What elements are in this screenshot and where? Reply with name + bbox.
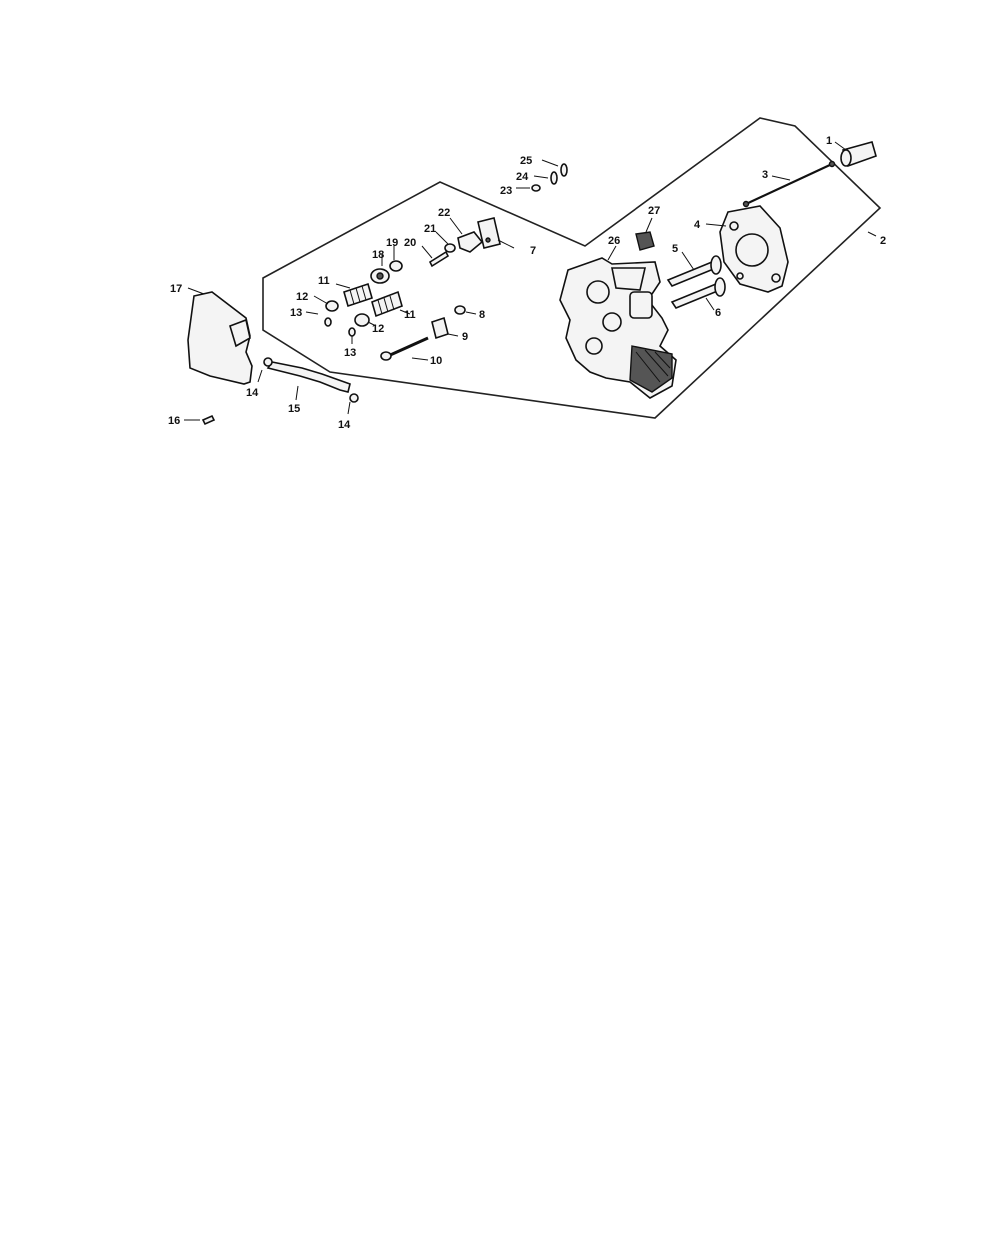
part-14-clip-right xyxy=(349,393,359,403)
label-part-12-left: 12 xyxy=(296,291,308,303)
label-part-8: 8 xyxy=(479,309,485,321)
part-13-keeper-left xyxy=(324,317,332,327)
part-3-rod xyxy=(742,160,836,208)
part-1-sleeve xyxy=(840,141,877,168)
label-part-13-right: 13 xyxy=(344,347,356,359)
label-part-19: 19 xyxy=(386,237,398,249)
label-part-11-lower: 11 xyxy=(404,309,416,321)
label-part-16: 16 xyxy=(168,415,180,427)
part-25-fastener xyxy=(560,163,568,177)
label-part-1: 1 xyxy=(826,135,832,147)
part-27-nut xyxy=(635,231,655,251)
part-10-pushrod xyxy=(380,336,429,361)
label-part-27: 27 xyxy=(648,205,660,217)
part-14-clip-left xyxy=(263,357,273,367)
part-12-washer-left xyxy=(325,300,339,312)
part-20-stud xyxy=(428,250,450,268)
label-part-26: 26 xyxy=(608,235,620,247)
part-24-fastener xyxy=(550,171,558,185)
label-part-4: 4 xyxy=(694,219,701,231)
label-part-18: 18 xyxy=(372,249,384,261)
cylinder-head xyxy=(559,257,677,399)
label-part-15: 15 xyxy=(288,403,300,415)
label-part-14-right: 14 xyxy=(338,419,351,431)
label-part-5: 5 xyxy=(672,243,678,255)
part-11-spring-upper xyxy=(343,282,373,308)
part-12-washer-right xyxy=(354,313,370,327)
label-part-20: 20 xyxy=(404,237,416,249)
part-7-plate xyxy=(477,217,501,249)
label-part-11-upper: 11 xyxy=(318,275,330,287)
label-part-3: 3 xyxy=(762,169,768,181)
label-part-25: 25 xyxy=(520,155,532,167)
part-21-pin xyxy=(444,243,456,253)
leader-lines xyxy=(184,141,877,421)
part-5-valve xyxy=(666,255,722,287)
part-11-spring-lower xyxy=(371,290,403,318)
label-part-24: 24 xyxy=(516,171,529,183)
label-part-7: 7 xyxy=(530,245,536,257)
label-part-22: 22 xyxy=(438,207,450,219)
label-part-10: 10 xyxy=(430,355,442,367)
part-8-seal xyxy=(454,305,466,315)
part-9-guide xyxy=(431,316,449,340)
part-4-gasket xyxy=(719,205,789,293)
part-16-bolt xyxy=(201,414,216,426)
label-part-6: 6 xyxy=(715,307,721,319)
part-22-bracket xyxy=(457,231,484,253)
label-part-12-right: 12 xyxy=(372,323,384,335)
label-part-14-left: 14 xyxy=(246,387,259,399)
part-15-breather-tube xyxy=(266,361,351,393)
label-part-23: 23 xyxy=(500,185,512,197)
label-part-17: 17 xyxy=(170,283,182,295)
label-part-21: 21 xyxy=(424,223,436,235)
label-part-2: 2 xyxy=(880,235,886,247)
assembly-outline xyxy=(262,117,882,419)
part-17-valve-cover xyxy=(187,291,253,385)
part-6-valve xyxy=(670,277,726,309)
label-part-9: 9 xyxy=(462,331,468,343)
part-18-retainer xyxy=(370,268,390,284)
part-19-cap xyxy=(389,260,403,272)
part-23-fastener xyxy=(531,184,541,192)
part-13-keeper-right xyxy=(348,327,356,337)
label-part-13-left: 13 xyxy=(290,307,302,319)
part-labels: 1 2 3 4 5 6 7 8 9 10 11 11 12 12 13 13 1… xyxy=(168,135,886,431)
